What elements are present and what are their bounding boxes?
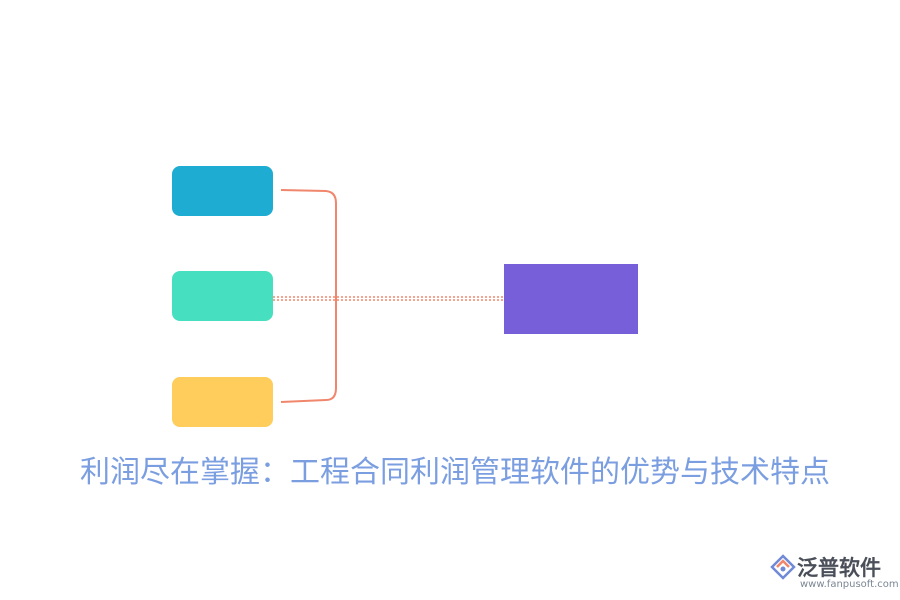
brand-name: 泛普软件 <box>797 556 881 580</box>
diagram-node-green <box>172 271 273 321</box>
brand-watermark: 泛普软件 www.fanpusoft.com <box>770 552 899 592</box>
diagram-node-purple <box>504 264 638 334</box>
fanpu-logo-icon <box>770 554 796 580</box>
diagram-title: 利润尽在掌握：工程合同利润管理软件的优势与技术特点 <box>80 455 830 490</box>
bracket-connector-line <box>280 189 337 403</box>
brand-url: www.fanpusoft.com <box>800 579 899 590</box>
diagram-node-blue <box>172 166 273 216</box>
diagram-node-yellow <box>172 377 273 427</box>
